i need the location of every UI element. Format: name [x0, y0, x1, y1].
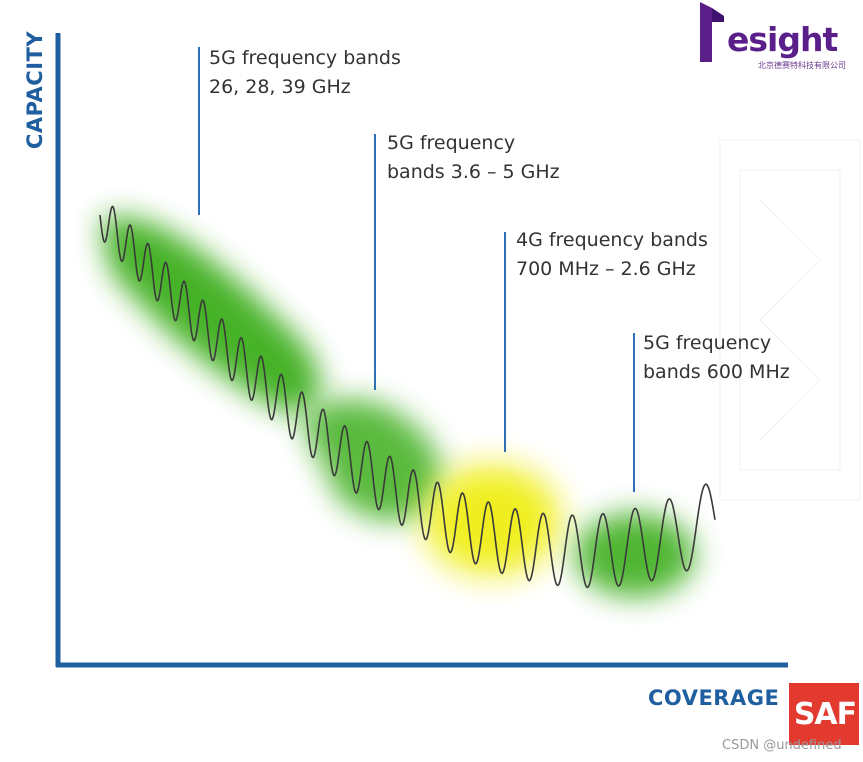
desight-logo-subtext: 北京德赛特科技有限公司	[758, 61, 846, 70]
callout-band-4-line1: 5G frequency	[643, 332, 772, 354]
desight-logo-text: esight	[727, 20, 838, 59]
csdn-watermark: CSDN @undefined	[722, 738, 842, 753]
callout-band-3: 4G frequency bands 700 MHz – 2.6 GHz	[516, 226, 708, 284]
background-ornament	[719, 139, 861, 501]
callout-band-2-line1: 5G frequency	[387, 132, 516, 154]
callout-band-4-line2: bands 600 MHz	[643, 361, 790, 383]
saf-logo-text: SAF	[793, 697, 857, 732]
callout-band-1-line2: 26, 28, 39 GHz	[209, 76, 351, 98]
callout-band-3-line1: 4G frequency bands	[516, 229, 708, 251]
callout-band-4: 5G frequency bands 600 MHz	[643, 329, 790, 387]
glow-band-4	[575, 513, 695, 597]
saf-logo	[789, 683, 859, 745]
callout-band-1: 5G frequency bands 26, 28, 39 GHz	[209, 44, 401, 102]
callout-lines	[198, 47, 635, 492]
callout-band-2-line2: bands 3.6 – 5 GHz	[387, 161, 560, 183]
callout-band-3-line2: 700 MHz – 2.6 GHz	[516, 258, 696, 280]
glow-band-3	[424, 465, 560, 575]
desight-logo	[700, 2, 724, 62]
glow-band-1	[100, 216, 321, 412]
x-axis-label: COVERAGE	[648, 686, 780, 710]
desight-logo-mark	[700, 2, 712, 62]
axes	[55, 33, 788, 668]
callout-band-2: 5G frequency bands 3.6 – 5 GHz	[387, 129, 560, 187]
frequency-wave	[99, 205, 716, 589]
callout-band-1-line1: 5G frequency bands	[209, 47, 401, 69]
y-axis-label: CAPACITY	[23, 30, 47, 150]
